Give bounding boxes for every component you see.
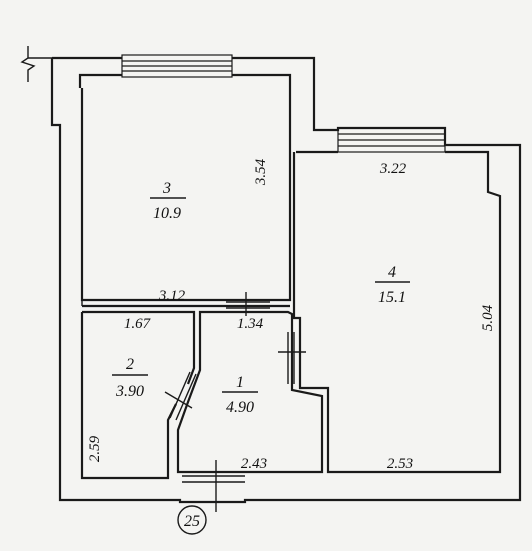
door-room1-room4 (278, 332, 306, 384)
room2-area: 3.90 (115, 383, 144, 400)
dim-room3-height: 3.54 (253, 158, 269, 186)
dim-room1-width-bottom: 2.43 (241, 456, 267, 472)
break-mark (20, 46, 36, 82)
dim-room4-height: 5.04 (480, 304, 496, 331)
dim-room4-bottom: 2.53 (387, 456, 413, 472)
inner-wall-outline (78, 73, 292, 302)
entrance-door (182, 460, 245, 512)
window-room4 (337, 127, 446, 153)
room1-area: 4.90 (226, 399, 254, 416)
dim-room4-width: 3.22 (379, 161, 407, 177)
entrance-marker: 25 (184, 513, 200, 530)
room2-number: 2 (126, 356, 134, 373)
room2-walls (80, 310, 196, 480)
outer-wall (50, 56, 522, 504)
room4-area: 15.1 (378, 289, 406, 306)
room1-number: 1 (236, 374, 244, 391)
door-room1-room3 (226, 292, 270, 316)
room4-number: 4 (388, 264, 396, 281)
dim-room1-width-top: 1.34 (237, 316, 264, 332)
room3-number: 3 (162, 180, 171, 197)
door-room1-room2 (164, 371, 197, 421)
dim-room3-width: 3.12 (158, 288, 186, 304)
room3-area: 10.9 (153, 205, 181, 222)
entrance-marker-circle (177, 505, 207, 535)
dim-room2-height: 2.59 (87, 435, 103, 462)
room1-walls (176, 310, 324, 474)
window-top (121, 54, 233, 78)
room4-walls (292, 150, 502, 474)
dim-room2-width: 1.67 (124, 316, 152, 332)
